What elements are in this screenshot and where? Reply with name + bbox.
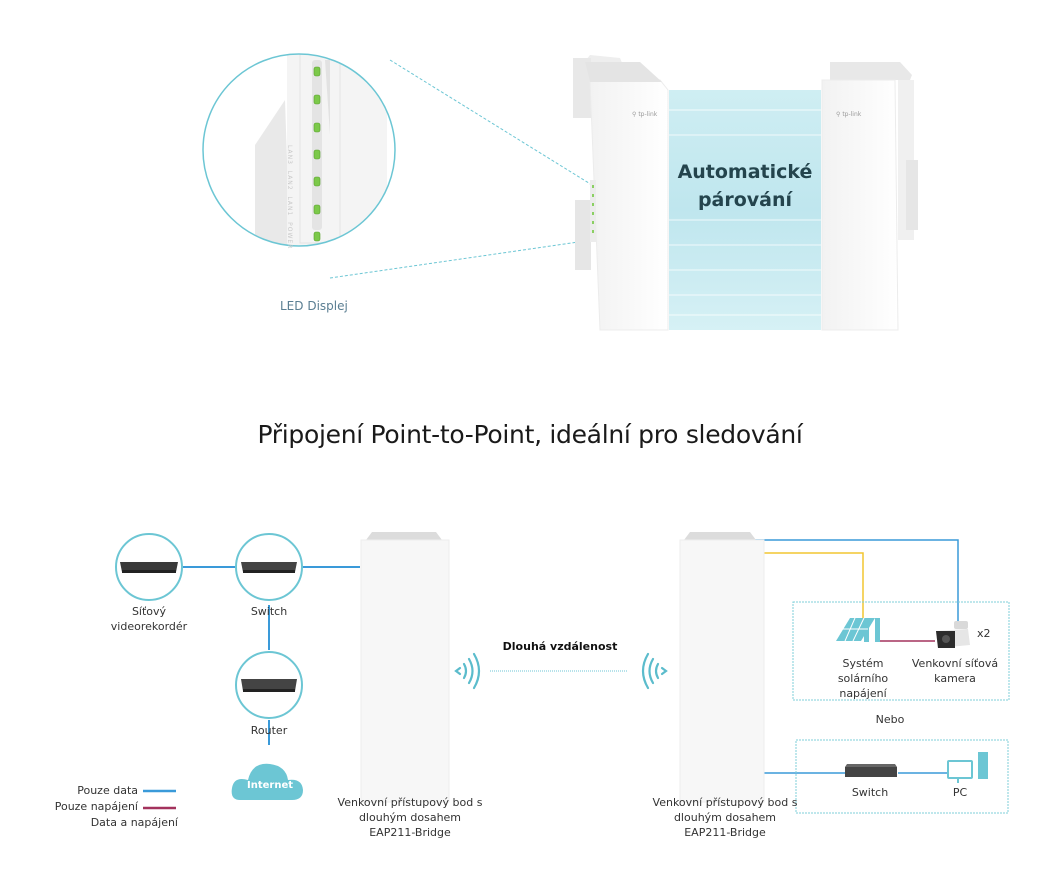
router-node (235, 651, 303, 719)
led-label-lan3: LAN3 (286, 145, 293, 165)
ap-left-caption: Venkovní přístupový bod s dlouhým dosahe… (315, 795, 505, 840)
camera-count: x2 (977, 627, 991, 640)
leader-line-bottom (329, 239, 593, 279)
group-box-switch-pc (795, 739, 1009, 814)
magnified-led-panel (203, 54, 395, 246)
group-box-solar-camera (792, 601, 1010, 701)
solar-line2: solárního (837, 672, 889, 685)
ap-right-caption: Venkovní přístupový bod s dlouhým dosahe… (630, 795, 820, 840)
switch-right-label: Switch (851, 786, 889, 799)
brand-text-right: tp-link (842, 111, 862, 118)
camera-label: Venkovní síťová kamera (910, 656, 1000, 686)
solar-label: Systém solárního napájení (826, 656, 900, 701)
outdoor-camera-icon (936, 621, 970, 648)
pc-label: PC (952, 786, 968, 799)
ap-left-line2: dlouhým dosahem (358, 811, 462, 824)
auto-pairing-text: Automatické párování (669, 158, 821, 214)
ap-right-line1: Venkovní přístupový bod s (652, 796, 798, 809)
internet-cloud-icon (231, 763, 303, 800)
legend: Pouze data Pouze napájení Data a napájen… (20, 783, 178, 831)
line-ap-camera (755, 539, 959, 625)
wifi-signal-right-icon (641, 652, 668, 690)
router-label: Router (250, 724, 288, 737)
ap-left-model: EAP211-Bridge (369, 826, 451, 839)
ap-right-model: EAP211-Bridge (684, 826, 766, 839)
nvr-label: Síťový videorekordér (110, 605, 188, 633)
solar-panel-icon (836, 617, 880, 642)
right-ap-device (821, 62, 918, 331)
internet-label: Internet (246, 780, 293, 791)
switch-left-label: Switch (250, 605, 288, 618)
ap-right-device (679, 532, 765, 803)
legend-item-data-only: Pouze data (77, 784, 138, 797)
long-distance-label: Dlouhá vzdálenost (440, 637, 680, 655)
tp-link-logo-left: ⚲ tp-link (632, 111, 658, 118)
led-label-lan1: LAN1 (286, 196, 293, 217)
pairing-band (669, 90, 821, 330)
solar-line1: Systém (842, 657, 884, 670)
led-display-illustration: LAN3 LAN2 LAN1 POWER ⚲ tp-link ⚲ tp-link… (0, 0, 1060, 360)
legend-item-data-and-power: Data a napájení (90, 816, 178, 829)
camera-line1: Venkovní síťová (911, 657, 999, 670)
or-label: Nebo (875, 713, 905, 726)
ap-left-device (360, 532, 450, 803)
leader-line-top (389, 59, 593, 186)
ap-right-line2: dlouhým dosahem (673, 811, 777, 824)
magnifier-ring (202, 53, 396, 247)
line-ap-solar (755, 552, 864, 618)
solar-line3: napájení (839, 687, 887, 700)
nvr-node (115, 533, 183, 601)
brand-text-left: tp-link (638, 111, 658, 118)
auto-pairing-line1: Automatické (677, 161, 813, 183)
ap-left-line1: Venkovní přístupový bod s (337, 796, 483, 809)
led-label-power: POWER (286, 222, 293, 250)
led-label-lan2: LAN2 (286, 170, 293, 191)
wifi-signal-left-icon (454, 652, 481, 690)
long-distance-text: Dlouhá vzdálenost (502, 640, 618, 653)
switch-right-icon (845, 764, 897, 777)
legend-item-power-only: Pouze napájení (54, 800, 138, 813)
tp-link-logo-right: ⚲ tp-link (836, 111, 862, 118)
camera-line2: kamera (934, 672, 976, 685)
section-heading: Připojení Point-to-Point, ideální pro sl… (257, 420, 803, 449)
led-port-labels: LAN3 LAN2 LAN1 POWER (281, 145, 295, 249)
network-diagram (115, 532, 1010, 814)
switch-left-node (235, 533, 303, 601)
left-ap-device (573, 55, 669, 331)
auto-pairing-line2: párování (697, 189, 793, 211)
pc-icon (947, 752, 988, 783)
led-display-caption: LED Displej (280, 299, 348, 313)
